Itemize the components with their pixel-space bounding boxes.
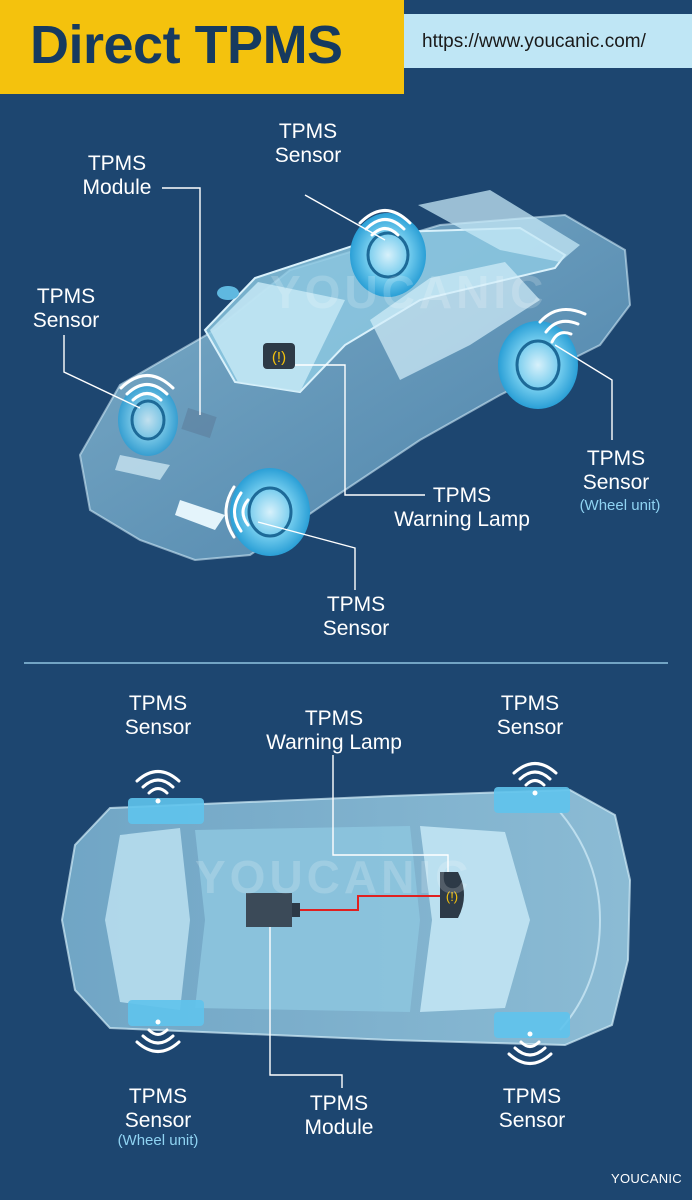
label-sensor-br: TPMS Sensor <box>492 1085 572 1133</box>
label-line: TPMS <box>87 152 147 175</box>
signal-icon <box>135 1019 181 1053</box>
warning-lamp-top <box>440 872 464 918</box>
watermark: YOUCANIC <box>270 266 548 318</box>
wheel-unit-tr <box>494 787 570 813</box>
rear-window <box>418 190 580 262</box>
label-line: TPMS <box>128 692 188 715</box>
watermark: YOUCANIC <box>195 851 473 903</box>
wheel-rear-right <box>498 321 578 409</box>
car-isometric: (!) <box>63 187 632 590</box>
label-line: Warning Lamp <box>394 508 530 531</box>
label-line: TPMS <box>586 447 646 470</box>
label-sensor-left: TPMS Sensor <box>26 285 106 333</box>
label-line: Sensor <box>124 716 192 739</box>
label-line: TPMS <box>326 593 386 616</box>
label-line: Sensor <box>498 1109 566 1132</box>
label-sensor-tr: TPMS Sensor <box>490 692 570 740</box>
label-line: TPMS <box>432 484 492 507</box>
label-line: Sensor <box>124 1109 192 1132</box>
label-line: TPMS <box>502 1085 562 1108</box>
signal-icon <box>507 1031 553 1065</box>
warning-lamp-box <box>263 343 295 369</box>
label-line: Sensor <box>322 617 390 640</box>
tpms-module-box <box>246 893 292 927</box>
label-line: Sensor <box>32 309 100 332</box>
label-line: Sensor <box>496 716 564 739</box>
wheel-unit-br <box>494 1012 570 1038</box>
tpms-warning-icon: (!) <box>446 889 458 904</box>
label-sensor-bottom: TPMS Sensor <box>316 593 396 641</box>
leader-line <box>295 364 425 496</box>
label-sensor-right: TPMS Sensor <box>576 447 656 495</box>
headlight-right <box>175 500 225 530</box>
signal-icon <box>119 374 175 402</box>
label-line: TPMS <box>128 1085 188 1108</box>
leader-line <box>162 187 201 415</box>
tpms-warning-icon: (!) <box>272 349 286 366</box>
wheel-unit-bl <box>128 1000 204 1026</box>
leader-line <box>269 927 343 1088</box>
label-line: TPMS <box>36 285 96 308</box>
signal-icon <box>135 770 181 804</box>
label-line: TPMS <box>278 120 338 143</box>
label-sensor-rear: TPMS Sensor <box>270 120 346 168</box>
leader-line <box>63 335 141 409</box>
source-url[interactable]: https://www.youcanic.com/ <box>422 31 646 52</box>
signal-icon <box>512 762 558 796</box>
signal-icon <box>538 308 587 344</box>
car-top-view: (!) <box>60 755 632 1088</box>
label-line: Module <box>82 176 152 199</box>
tpms-module-body <box>181 407 217 439</box>
wheel-front-right <box>230 468 310 556</box>
label-module-bottom: TPMS Module <box>296 1092 382 1140</box>
leader-line <box>257 521 356 590</box>
url-banner: https://www.youcanic.com/ <box>404 14 692 68</box>
brand-footer: YOUCANIC <box>610 1171 682 1186</box>
label-line: TPMS <box>304 707 364 730</box>
lamp-wire <box>300 895 440 911</box>
wheel-front-left <box>118 384 178 456</box>
label-warning-lamp-bottom: TPMS Warning Lamp <box>260 707 408 755</box>
side-windows <box>370 262 540 380</box>
label-sensor-bl: TPMS Sensor <box>118 1085 198 1133</box>
wheel-unit-tl <box>128 798 204 824</box>
label-line: TPMS <box>500 692 560 715</box>
leader-line <box>304 194 386 241</box>
label-line: Sensor <box>274 144 342 167</box>
rear-window-top <box>105 828 190 1010</box>
label-line: Sensor <box>582 471 650 494</box>
title-banner: Direct TPMS <box>0 0 404 94</box>
signal-icon <box>224 485 250 539</box>
label-line: Warning Lamp <box>266 731 402 754</box>
signal-icon <box>358 209 412 237</box>
page-title: Direct TPMS <box>30 15 343 75</box>
label-wheel-unit: (Wheel unit) <box>117 1132 199 1149</box>
leader-line <box>554 344 613 440</box>
label-wheel-unit: (Wheel unit) <box>579 497 661 514</box>
leader-line <box>332 755 449 872</box>
side-mirror <box>217 286 239 300</box>
label-module: TPMS Module <box>74 152 160 200</box>
label-sensor-tl: TPMS Sensor <box>118 692 198 740</box>
label-line: TPMS <box>309 1092 369 1115</box>
roof-top <box>195 826 420 1012</box>
headlight <box>115 455 170 480</box>
wheel-rear-top <box>350 213 426 297</box>
label-line: Module <box>304 1116 374 1139</box>
label-warning-lamp: TPMS Warning Lamp <box>388 484 536 532</box>
